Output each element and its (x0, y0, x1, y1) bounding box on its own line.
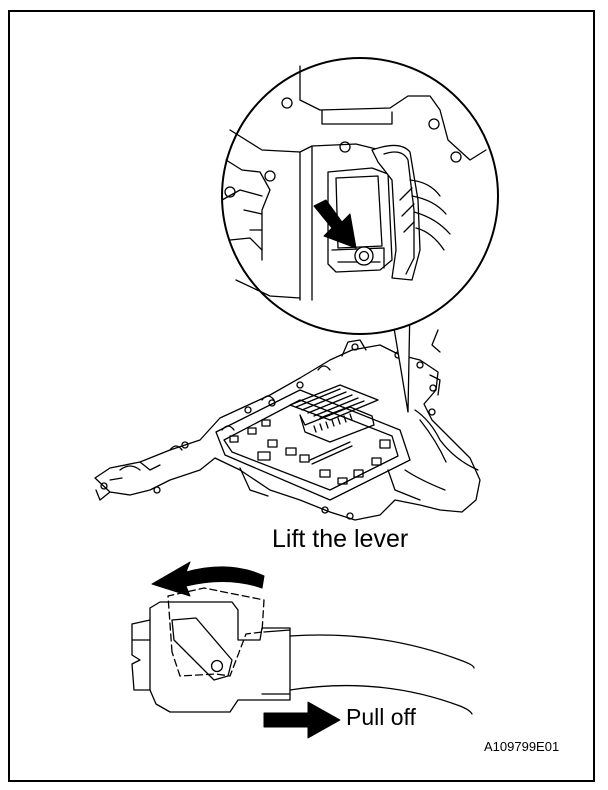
pull-off-label: Pull off (346, 704, 416, 730)
bolt-pointer-arrow-icon (313, 199, 357, 249)
pull-off-arrow-icon (263, 701, 341, 739)
ecu-assembly (94, 329, 481, 521)
lift-lever-label: Lift the lever (272, 525, 409, 553)
lever-detail (131, 587, 475, 715)
detail-callout (221, 57, 499, 413)
lift-curved-arrow-icon (151, 561, 265, 597)
figure-code: A109799E01 (484, 739, 560, 754)
